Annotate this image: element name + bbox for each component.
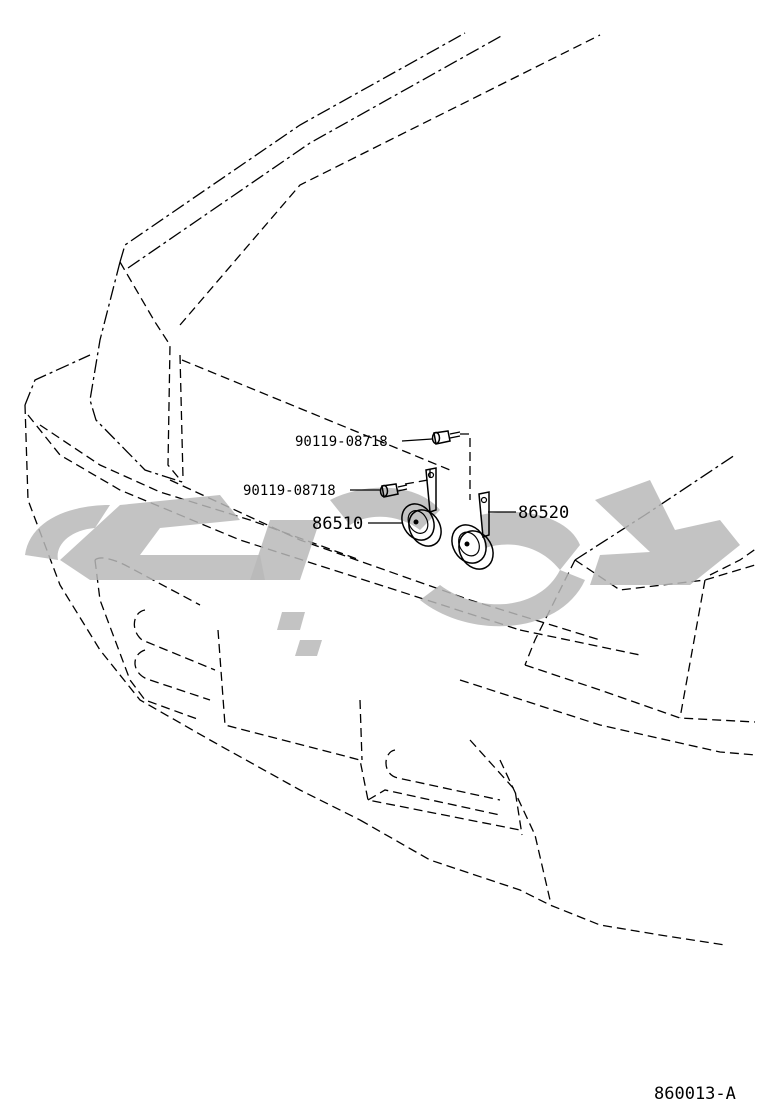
watermark-logo [25,480,740,656]
right-corner-vertical [679,579,706,719]
right-light-tip [709,547,758,576]
bolt-lower[interactable] [379,483,408,498]
hood-crease [179,34,601,326]
part-number-bolt-upper[interactable]: 90119-08718 [295,434,388,450]
plate-area-left [217,629,521,831]
fender-edge [89,261,183,483]
left-fog-bottom [134,649,211,701]
right-lower-line [459,679,757,756]
bumper-corner-top [24,354,91,406]
right-recess-side [469,739,523,836]
part-number-horn-left[interactable]: 86510 [312,514,363,534]
bumper-right-edge [499,759,551,901]
headlight-inner [119,261,183,483]
bumper-lower-left [24,404,361,821]
part-number-horn-right[interactable]: 86520 [518,503,569,523]
hood-edge-outer [119,32,466,263]
left-fog-top [133,609,216,671]
horn-right[interactable] [445,491,500,575]
horn-left[interactable] [396,467,448,552]
left-recess-side [94,559,201,721]
leader-bolt-lower-to-bracket [404,479,429,485]
part-number-bolt-lower[interactable]: 90119-08718 [243,483,336,499]
plate-area-bottom [367,789,501,816]
grille-top-line [181,359,451,471]
leader-part-1 [401,438,433,442]
hood-edge-inner [127,34,504,269]
bolt-upper[interactable] [431,430,461,445]
bumper-mid-line [169,479,601,641]
bumper-bottom [359,819,726,946]
right-bumper-top [524,664,756,723]
leader-bolt-upper-to-horn-right [460,433,471,500]
figure-code: 860013-A [654,1084,736,1104]
label-leaders [350,438,516,524]
right-fog [385,749,501,801]
grille-left [179,354,184,479]
bumper-top-right [519,629,641,656]
plate-area-divider [359,699,363,761]
